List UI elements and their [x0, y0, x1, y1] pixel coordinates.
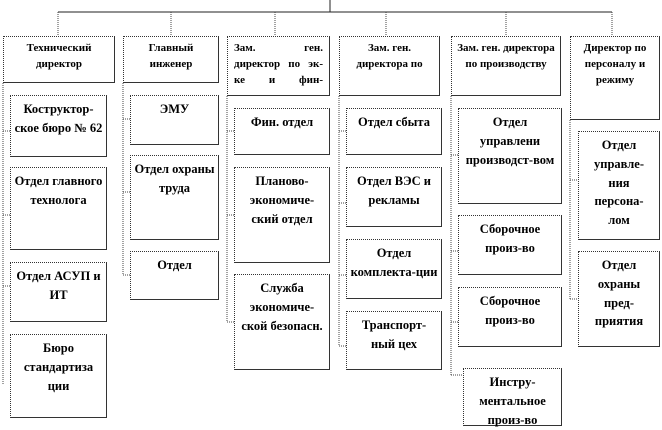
sales-dept-box: Отдел сбыта: [346, 108, 442, 155]
enterprise-security-dept-box: Отдел охраны пред-приятия: [578, 251, 660, 347]
director-personnel-box: Директор по персоналу и режиму: [570, 36, 660, 120]
chief-technologist-dept-box: Отдел главного технолога: [10, 167, 107, 250]
deputy-econ-finance-box: Зам. ген. директор по эк-ке и фин-: [227, 36, 330, 96]
dept-box: Отдел: [130, 251, 219, 300]
labor-safety-dept-box: Отдел охраны труда: [130, 155, 219, 240]
deputy-production-box: Зам. ген. директора по производству: [451, 36, 561, 96]
assembly-production-1-box: Сборочное произ-во: [458, 215, 562, 275]
transport-shop-box: Транспорт-ный цех: [346, 311, 442, 370]
design-bureau-box: Коструктор-ское бюро № 62: [10, 95, 107, 157]
production-management-dept-box: Отдел управлени производст-вом: [458, 108, 562, 204]
asup-it-dept-box: Отдел АСУП и ИТ: [10, 262, 107, 322]
emu-box: ЭМУ: [130, 95, 219, 145]
personnel-management-dept-box: Отдел управле-ния персона-лом: [578, 131, 660, 240]
fea-advertising-dept-box: Отдел ВЭС и рекламы: [346, 167, 442, 227]
finance-dept-box: Фин. отдел: [234, 108, 330, 155]
standardization-bureau-box: Бюро стандартиза ции: [10, 334, 107, 418]
econ-security-service-box: Служба экономиче-ской безопасн.: [234, 274, 330, 370]
chief-engineer-box: Главный инженер: [123, 36, 219, 83]
procurement-dept-box: Отдел комплекта-ции: [346, 239, 442, 299]
technical-director-box: Технический директор: [3, 36, 115, 83]
assembly-production-2-box: Сборочное произ-во: [458, 287, 562, 347]
tool-production-box: Инстру-ментальное произ-во: [463, 368, 562, 427]
deputy-sales-box: Зам. ген. директора по: [339, 36, 440, 96]
planning-econ-dept-box: Планово-экономиче-ский отдел: [234, 167, 330, 263]
